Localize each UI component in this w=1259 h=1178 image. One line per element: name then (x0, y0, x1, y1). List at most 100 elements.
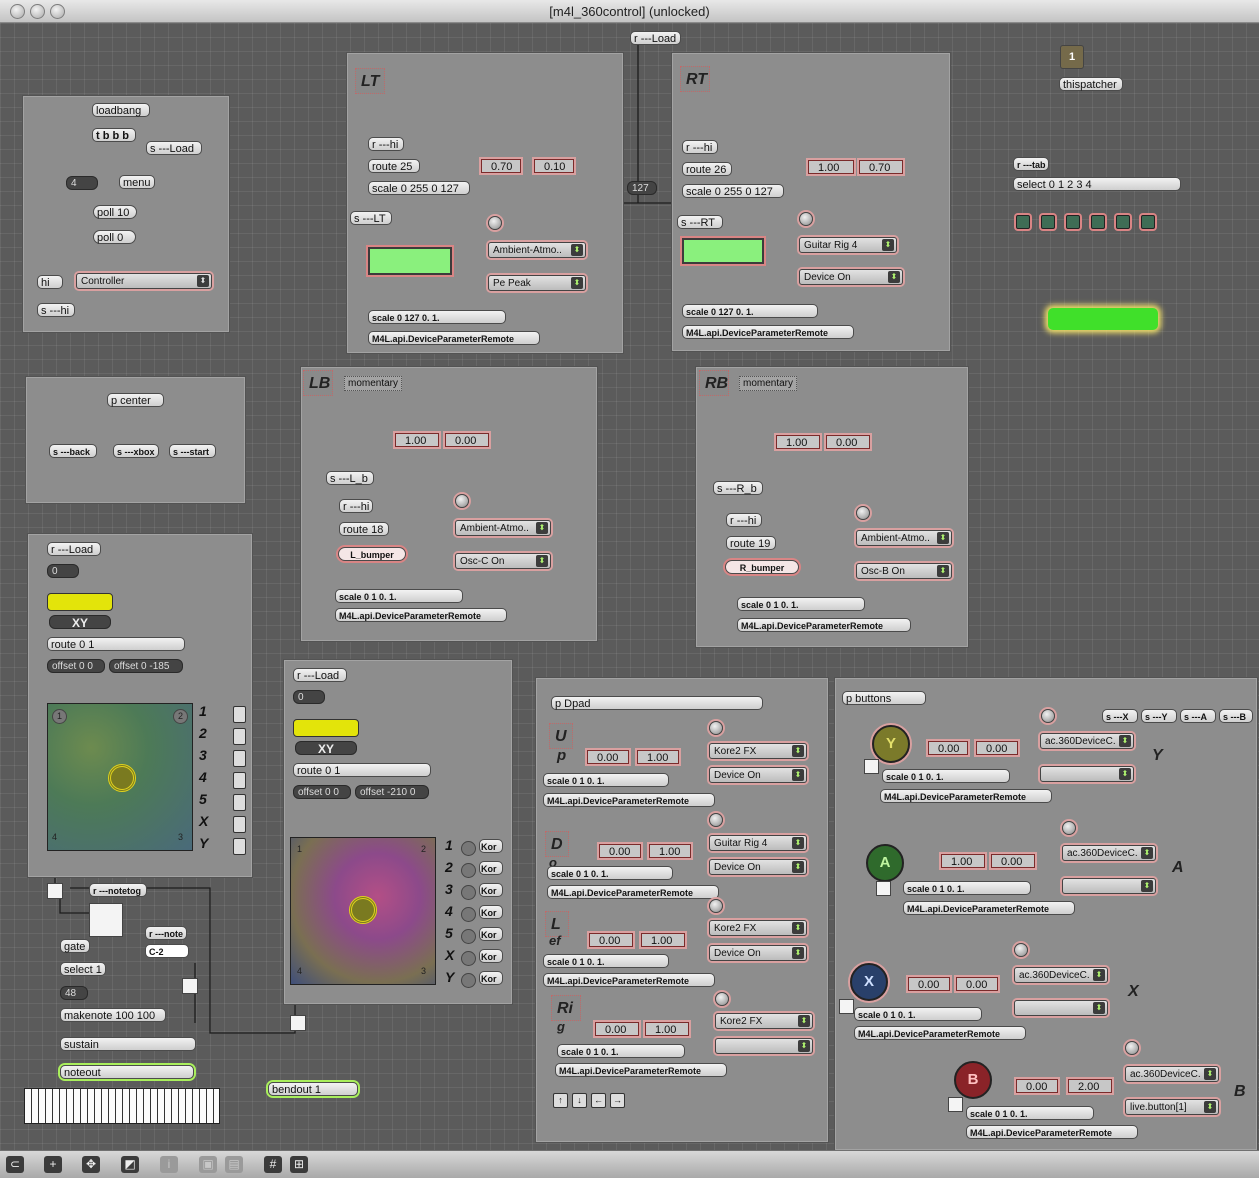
lt-route[interactable]: route 25 (368, 159, 420, 173)
dpad-right-menu-2[interactable]: ⬍ (715, 1038, 813, 1054)
x-toggle[interactable] (839, 999, 854, 1014)
xy2-row-4-menu[interactable]: Kor (479, 905, 503, 919)
rt-slider[interactable] (682, 238, 764, 264)
xy2-row-4-dot[interactable] (461, 907, 476, 922)
xy1-xy-label[interactable]: XY (49, 615, 111, 630)
b-button[interactable]: B (954, 1061, 992, 1099)
s-start-object[interactable]: s ---start (169, 444, 216, 458)
a-remote[interactable]: M4L.api.DeviceParameterRemote (903, 901, 1075, 915)
r-tab-object[interactable]: r ---tab (1013, 157, 1049, 171)
dpad-left-number-2[interactable]: 1.00 (641, 933, 685, 947)
r-note-object[interactable]: r ---note (145, 926, 187, 940)
x-number-1[interactable]: 0.00 (908, 977, 950, 991)
rb-r-hi[interactable]: r ---hi (726, 513, 762, 527)
dpad-right-remote[interactable]: M4L.api.DeviceParameterRemote (555, 1063, 727, 1077)
xy1-number-0[interactable]: 0 (47, 564, 79, 578)
thispatcher-number-box[interactable]: 1 (1060, 45, 1084, 69)
x-scale[interactable]: scale 0 1 0. 1. (854, 1007, 982, 1021)
r-load-object[interactable]: r ---Load (630, 31, 681, 45)
xy1-offset-2[interactable]: offset 0 -185 (109, 659, 183, 673)
lt-scale[interactable]: scale 0 255 0 127 (368, 181, 470, 195)
rt-number-2[interactable]: 0.70 (859, 160, 903, 174)
align-icon[interactable]: ▣ (199, 1156, 217, 1173)
note-toggle-2[interactable] (182, 978, 198, 994)
a-device-menu[interactable]: ac.360DeviceC.⬍ (1062, 845, 1156, 861)
arrow-down-icon[interactable]: ↓ (572, 1093, 587, 1108)
y-toggle[interactable] (864, 759, 879, 774)
menu-object[interactable]: menu (119, 175, 155, 189)
xy1-route[interactable]: route 0 1 (47, 637, 185, 651)
x-dial[interactable] (1014, 943, 1028, 957)
dpad-left-dial[interactable] (709, 899, 723, 913)
x-button[interactable]: X (850, 963, 888, 1001)
b-device-menu[interactable]: ac.360DeviceC.⬍ (1125, 1066, 1219, 1082)
lock-icon[interactable]: ⊂ (6, 1156, 24, 1173)
sustain-object[interactable]: sustain (60, 1037, 196, 1051)
rt-menu-2[interactable]: Device On⬍ (799, 269, 903, 285)
trigger-object[interactable]: t b b b (92, 128, 136, 142)
lb-route[interactable]: route 18 (339, 522, 389, 536)
a-button[interactable]: A (866, 844, 904, 882)
s-hi-object[interactable]: s ---hi (37, 303, 75, 317)
x-param-menu[interactable]: ⬍ (1014, 1000, 1108, 1016)
patcher-canvas[interactable]: r ---Load 1 thispatcher 127 loadbang t b… (0, 23, 1259, 1150)
s-y-object[interactable]: s ---Y (1141, 709, 1177, 723)
xy2-row-x-menu[interactable]: Kor (479, 949, 503, 963)
dpad-up-menu-2[interactable]: Device On⬍ (709, 767, 807, 783)
dpad-up-number-1[interactable]: 0.00 (587, 750, 629, 764)
arrow-right-icon[interactable]: → (610, 1093, 625, 1108)
dpad-left-menu-2[interactable]: Device On⬍ (709, 945, 807, 961)
xy2-row-3-menu[interactable]: Kor (479, 883, 503, 897)
xy2-yellow-button[interactable] (293, 719, 359, 737)
tab-toggle-3[interactable] (1091, 215, 1105, 229)
rt-menu-1[interactable]: Guitar Rig 4⬍ (799, 237, 897, 253)
y-dial[interactable] (1041, 709, 1055, 723)
rt-remote[interactable]: M4L.api.DeviceParameterRemote (682, 325, 854, 339)
xy1-row-2-menu[interactable] (233, 728, 246, 745)
dpad-up-scale[interactable]: scale 0 1 0. 1. (543, 773, 669, 787)
s-a-object[interactable]: s ---A (1180, 709, 1216, 723)
xy2-xy-label[interactable]: XY (295, 741, 357, 756)
dpad-left-remote[interactable]: M4L.api.DeviceParameterRemote (543, 973, 715, 987)
bend-toggle[interactable] (290, 1015, 306, 1031)
xy1-offset-1[interactable]: offset 0 0 (47, 659, 105, 673)
dpad-up-number-2[interactable]: 1.00 (637, 750, 679, 764)
dpad-up-remote[interactable]: M4L.api.DeviceParameterRemote (543, 793, 715, 807)
rb-bumper-button[interactable]: R_bumper (725, 560, 799, 574)
xy2-row-x-dot[interactable] (461, 951, 476, 966)
dpad-right-menu-1[interactable]: Kore2 FX⬍ (715, 1013, 813, 1029)
p-buttons-object[interactable]: p buttons (842, 691, 926, 705)
rt-r-hi[interactable]: r ---hi (682, 140, 718, 154)
lt-dial[interactable] (488, 216, 502, 230)
b-number-2[interactable]: 2.00 (1068, 1079, 1112, 1093)
dpad-left-scale[interactable]: scale 0 1 0. 1. (543, 954, 669, 968)
poll-10-message[interactable]: poll 10 (93, 205, 137, 219)
xy2-row-5-dot[interactable] (461, 929, 476, 944)
dpad-left-menu-1[interactable]: Kore2 FX⬍ (709, 920, 807, 936)
b-remote[interactable]: M4L.api.DeviceParameterRemote (966, 1125, 1138, 1139)
dpad-right-dial[interactable] (715, 992, 729, 1006)
xy2-offset-1[interactable]: offset 0 0 (293, 785, 351, 799)
dpad-right-number-2[interactable]: 1.00 (645, 1022, 689, 1036)
select-1-object[interactable]: select 1 (60, 962, 106, 976)
rt-route[interactable]: route 26 (682, 162, 732, 176)
number-48[interactable]: 48 (60, 986, 88, 1000)
xy2-row-2-dot[interactable] (461, 863, 476, 878)
note-number-box[interactable]: C-2 (145, 944, 189, 958)
lt-slider[interactable] (368, 247, 452, 275)
xy2-row-y-dot[interactable] (461, 973, 476, 988)
a-param-menu[interactable]: ⬍ (1062, 878, 1156, 894)
tab-toggle-4[interactable] (1116, 215, 1130, 229)
dpad-left-number-1[interactable]: 0.00 (589, 933, 633, 947)
lb-menu-2[interactable]: Osc-C On⬍ (455, 553, 551, 569)
y-number-1[interactable]: 0.00 (928, 741, 968, 755)
x-remote[interactable]: M4L.api.DeviceParameterRemote (854, 1026, 1026, 1040)
move-icon[interactable]: ✥ (82, 1156, 100, 1173)
gate-object[interactable]: gate (60, 939, 90, 953)
xy1-row-1-menu[interactable] (233, 706, 246, 723)
lt-number-1[interactable]: 0.70 (481, 159, 521, 173)
poll-0-message[interactable]: poll 0 (93, 230, 136, 244)
b-toggle[interactable] (948, 1097, 963, 1112)
new-object-icon[interactable]: + (44, 1156, 62, 1173)
rt-scale-2[interactable]: scale 0 127 0. 1. (682, 304, 818, 318)
